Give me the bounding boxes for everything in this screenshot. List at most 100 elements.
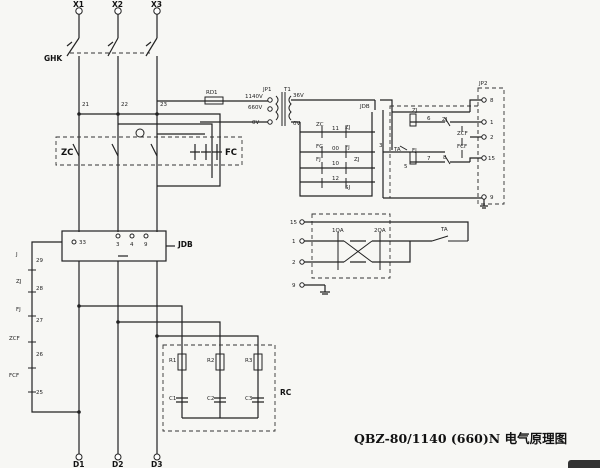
svg-text:10: 10 (332, 161, 339, 167)
svg-text:X2: X2 (112, 0, 123, 9)
svg-text:5: 5 (404, 164, 408, 170)
svg-text:C1: C1 (169, 396, 176, 402)
svg-text:FJ: FJ (345, 145, 350, 151)
svg-text:X1: X1 (73, 0, 84, 9)
svg-text:ZJ: ZJ (412, 108, 418, 114)
terminal-d1: D1 (73, 453, 84, 468)
svg-text:2QA: 2QA (374, 228, 386, 234)
terminal-x1: X1 (73, 0, 84, 15)
svg-text:29: 29 (36, 258, 43, 264)
svg-text:36V: 36V (293, 93, 304, 99)
svg-text:D1: D1 (73, 460, 84, 468)
svg-text:FC: FC (225, 148, 237, 158)
svg-text:GHK: GHK (44, 54, 63, 63)
svg-text:27: 27 (36, 318, 43, 324)
svg-text:12: 12 (332, 176, 339, 182)
terminal-x3: X3 (151, 0, 162, 15)
lower-power-buses (78, 261, 158, 455)
svg-text:28: 28 (36, 286, 43, 292)
svg-text:R1: R1 (169, 358, 176, 364)
svg-text:26: 26 (36, 352, 43, 358)
svg-text:ZJ: ZJ (442, 117, 448, 123)
svg-text:ZJ: ZJ (345, 125, 351, 131)
jdb-protection-module: 33 3 4 9 JDB (61, 230, 193, 262)
svg-text:RC: RC (280, 388, 292, 397)
svg-text:4: 4 (130, 242, 134, 248)
svg-text:3: 3 (379, 143, 383, 149)
wire-number-22: 22 (121, 102, 128, 108)
svg-text:1140V: 1140V (245, 94, 263, 100)
svg-text:25: 25 (36, 390, 43, 396)
terminal-x2: X2 (112, 0, 123, 15)
svg-text:R3: R3 (245, 358, 253, 364)
rd1-fuse: RD1 (204, 90, 224, 105)
terminal-d2: D2 (112, 453, 123, 468)
svg-text:JP1: JP1 (262, 87, 271, 93)
svg-text:TA: TA (440, 227, 448, 233)
terminal-d3: D3 (151, 453, 162, 468)
diagram-caption: QBZ-80/1140 (660)N 电气原理图 (354, 431, 568, 446)
left-interlock-chain: J 29 ZJ 28 FJ 27 ZCF 26 FCF 25 (9, 241, 81, 414)
wire-number-23: 23 (160, 102, 167, 108)
svg-text:0V: 0V (293, 121, 300, 127)
svg-text:9: 9 (144, 242, 148, 248)
remote-control-station: 15 1 2 9 1QA 2QA TA (290, 213, 469, 295)
rc-feed-lines (79, 305, 259, 348)
svg-text:X3: X3 (151, 0, 162, 9)
jp2-terminal-strip: JP2 8 1 2 15 9 (383, 81, 505, 209)
svg-text:2: 2 (292, 260, 296, 266)
jp1-tap-selector: JP1 1140V 660V 0V (200, 87, 273, 126)
control-ladder: JDB ZC 11 ZJ FC 00 FJ FJ 10 ZJ 12 SJ 3 (299, 99, 445, 198)
ghk-isolator-switch: GHK (44, 14, 158, 100)
t1-control-transformer: T1 36V 0V (275, 87, 375, 127)
svg-text:1: 1 (292, 239, 296, 245)
svg-text:2: 2 (490, 135, 494, 141)
corner-overlay-bar (568, 460, 600, 468)
svg-text:TA: TA (393, 147, 401, 153)
svg-text:8: 8 (443, 155, 447, 161)
svg-text:9: 9 (292, 283, 296, 289)
svg-text:JDB: JDB (359, 104, 370, 110)
svg-text:0V: 0V (252, 120, 259, 126)
zc-fc-contactor-block: ZC FC (55, 128, 243, 166)
svg-text:00: 00 (332, 146, 339, 152)
svg-text:ZJ: ZJ (354, 157, 360, 163)
svg-text:J: J (15, 252, 18, 258)
svg-text:ZC: ZC (61, 148, 73, 158)
svg-text:FCF: FCF (9, 373, 19, 379)
rc-absorber-network: R1 R2 R3 C1 C2 C3 RC (162, 344, 292, 432)
svg-text:1QA: 1QA (332, 228, 344, 234)
wire-number-21: 21 (82, 102, 89, 108)
svg-text:FC: FC (316, 144, 323, 150)
svg-text:D2: D2 (112, 460, 123, 468)
svg-text:FJ: FJ (16, 307, 21, 313)
svg-text:D3: D3 (151, 460, 162, 468)
svg-text:8: 8 (490, 98, 494, 104)
svg-text:JDB: JDB (177, 240, 193, 249)
svg-text:3: 3 (116, 242, 120, 248)
svg-text:C3: C3 (245, 396, 253, 402)
svg-text:ZCF: ZCF (457, 131, 468, 137)
fc-reversing-links (79, 113, 221, 187)
svg-text:ZC: ZC (316, 122, 324, 128)
svg-text:7: 7 (427, 156, 431, 162)
svg-text:6: 6 (427, 116, 431, 122)
svg-text:9: 9 (490, 195, 494, 201)
svg-text:SJ: SJ (345, 185, 350, 191)
svg-text:C2: C2 (207, 396, 214, 402)
svg-text:T1: T1 (283, 87, 291, 93)
svg-text:660V: 660V (248, 105, 262, 111)
svg-text:1: 1 (490, 120, 494, 126)
svg-text:15: 15 (488, 156, 495, 162)
svg-text:ZCF: ZCF (9, 336, 20, 342)
svg-text:11: 11 (332, 126, 339, 132)
svg-text:33: 33 (79, 240, 86, 246)
svg-text:FCF: FCF (457, 144, 467, 150)
main-power-buses (78, 100, 158, 232)
svg-text:FJ: FJ (316, 157, 321, 163)
svg-text:RD1: RD1 (206, 90, 218, 96)
svg-text:ZJ: ZJ (16, 279, 22, 285)
svg-text:15: 15 (290, 220, 297, 226)
